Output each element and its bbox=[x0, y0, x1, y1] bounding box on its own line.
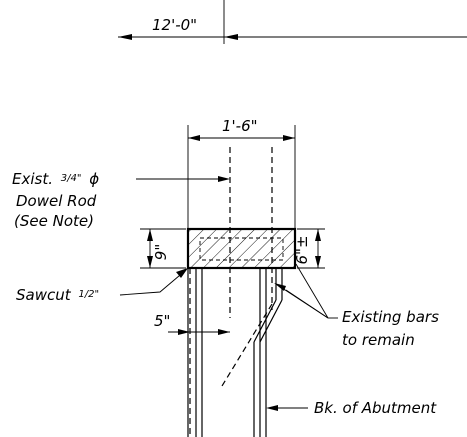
back-of-abutment-label: Bk. of Abutment bbox=[314, 399, 437, 417]
dowel-offset-dimension: 5" bbox=[154, 312, 230, 335]
sawcut-depth-dimension: 9" bbox=[140, 228, 186, 269]
existing-bars-line1: Existing bars bbox=[342, 308, 439, 326]
svg-text:Sawcut 1/2": Sawcut 1/2" bbox=[16, 286, 99, 304]
overall-width-dimension: 12'-0" bbox=[118, 0, 467, 44]
back-of-abutment-callout: Bk. of Abutment bbox=[266, 399, 437, 417]
abutment-width-label: 1'-6" bbox=[222, 117, 258, 135]
dowel-label-phi: ϕ bbox=[89, 170, 99, 188]
svg-text:Exist. 3/4" ϕ: Exist. 3/4" ϕ bbox=[12, 167, 99, 188]
sawcut-label: Sawcut bbox=[16, 286, 72, 304]
sawcut-callout: Sawcut 1/2" bbox=[16, 268, 188, 304]
abutment-wall bbox=[187, 147, 296, 437]
right-depth-dimension: 6"± bbox=[293, 228, 325, 269]
abutment-width-dimension: 1'-6" bbox=[187, 117, 296, 228]
dowel-label-line3: (See Note) bbox=[14, 212, 94, 230]
overall-width-label: 12'-0" bbox=[152, 16, 197, 34]
existing-bars-callout: Existing bars to remain bbox=[274, 263, 439, 349]
dowel-rod-callout: Exist. 3/4" ϕ Dowel Rod (See Note) bbox=[12, 167, 230, 230]
sawcut-label-fraction: 1/2" bbox=[78, 289, 99, 300]
sawcut-block bbox=[186, 227, 297, 270]
dowel-label-line2: Dowel Rod bbox=[16, 192, 97, 210]
sawcut-depth-label: 9" bbox=[152, 244, 170, 260]
dowel-label-exist: Exist. bbox=[12, 170, 53, 188]
right-depth-label: 6"± bbox=[293, 235, 311, 264]
existing-bars-line2: to remain bbox=[342, 331, 415, 349]
dowel-offset-label: 5" bbox=[154, 312, 170, 330]
dowel-label-fraction: 3/4" bbox=[61, 173, 82, 184]
sloped-bars bbox=[221, 299, 283, 437]
